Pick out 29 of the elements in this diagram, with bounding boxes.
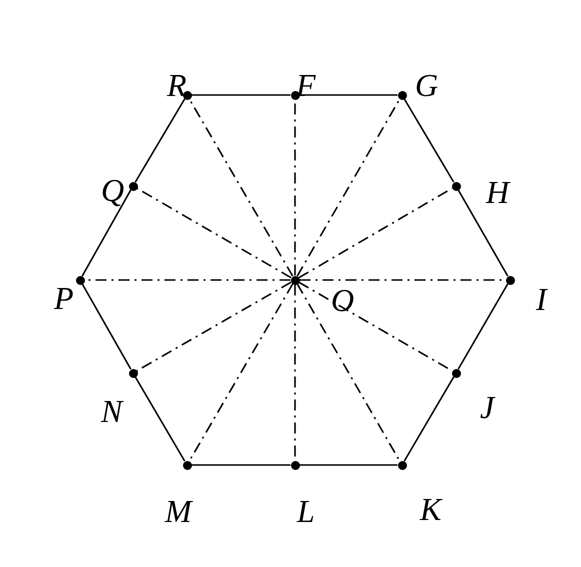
point-label: H bbox=[486, 176, 510, 208]
hexagon-side bbox=[134, 98, 186, 183]
point-label: P bbox=[54, 282, 74, 314]
hexagon-side bbox=[300, 464, 398, 466]
dash-dot-line bbox=[136, 188, 292, 278]
point-label: G bbox=[415, 69, 438, 101]
point-label: K bbox=[420, 493, 442, 525]
hexagon-side bbox=[300, 94, 398, 96]
hexagon-side bbox=[404, 376, 454, 462]
hexagon-side bbox=[192, 94, 290, 96]
point-label: J bbox=[480, 391, 494, 423]
hexagon-side bbox=[458, 283, 508, 370]
hexagon-side bbox=[82, 190, 132, 276]
dash-dot-line bbox=[298, 188, 453, 278]
point-label: I bbox=[536, 283, 547, 315]
hexagon-side bbox=[458, 190, 508, 276]
point-label: Q bbox=[101, 174, 124, 206]
dash-dot-line bbox=[296, 284, 400, 462]
dash-dot-line bbox=[136, 282, 292, 372]
point-label: N bbox=[101, 395, 122, 427]
point-label: O bbox=[331, 284, 354, 316]
point-label: L bbox=[297, 495, 315, 527]
hexagon-side bbox=[82, 284, 132, 370]
point-label: M bbox=[165, 495, 192, 527]
hexagon-side bbox=[192, 464, 290, 466]
hexagon-side bbox=[134, 376, 186, 462]
dash-dot-line bbox=[296, 98, 400, 276]
point-label: R bbox=[167, 69, 187, 101]
hexagon-side bbox=[404, 98, 454, 183]
